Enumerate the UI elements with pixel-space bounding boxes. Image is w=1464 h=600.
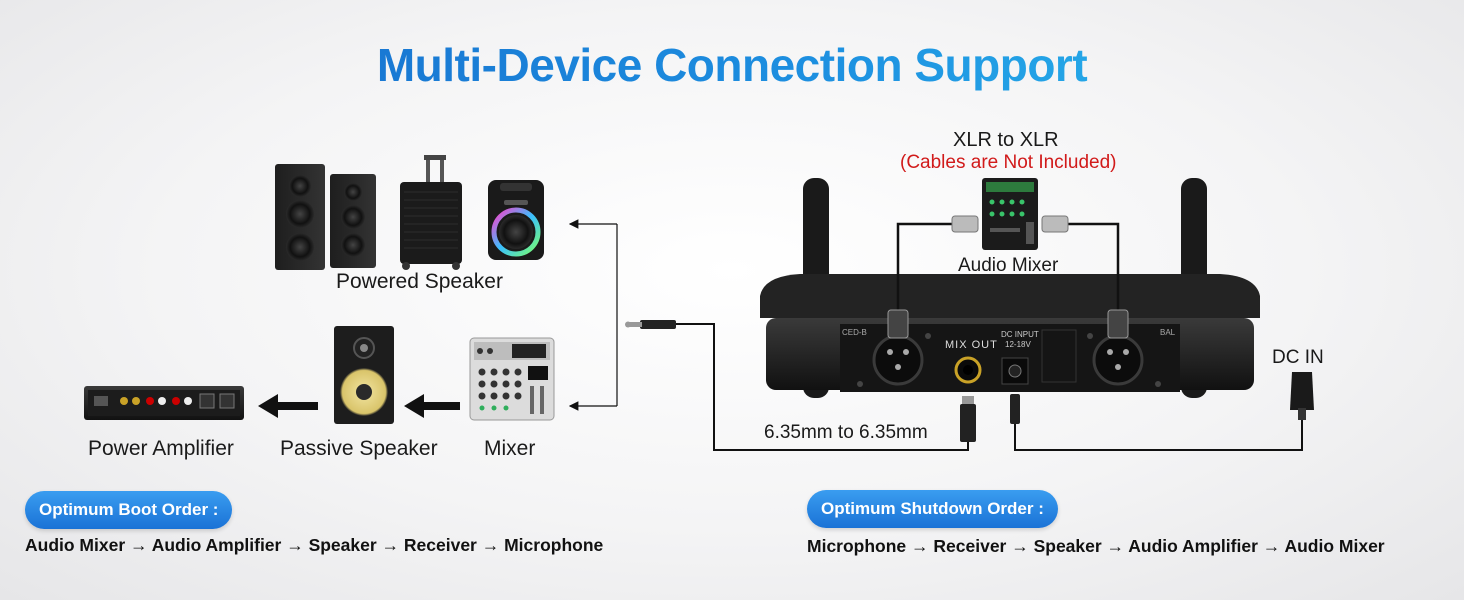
boot-order-sequence: Audio Mixer → Audio Amplifier → Speaker … xyxy=(25,535,604,555)
dc-voltage-label: 12-18V xyxy=(1005,340,1031,349)
signal-arrows xyxy=(258,394,460,418)
audio-mixer-image xyxy=(982,178,1038,250)
powered-speaker-image xyxy=(275,155,544,270)
dc-in-label: DC IN xyxy=(1272,347,1324,368)
audio-mixer-label: Audio Mixer xyxy=(958,255,1059,276)
jack-plug-receiver xyxy=(960,396,976,442)
jack-plug-left xyxy=(625,320,676,329)
powered-speaker-label: Powered Speaker xyxy=(336,270,503,293)
jack-cable-label: 6.35mm to 6.35mm xyxy=(764,422,928,443)
dc-cable xyxy=(1010,372,1314,451)
xlr-cable-label: XLR to XLR xyxy=(953,129,1059,151)
dc-input-label: DC INPUT xyxy=(1001,330,1039,339)
passive-speaker-label: Passive Speaker xyxy=(280,437,438,460)
jack-cable xyxy=(676,323,969,451)
receiver-left-tag: CED-B xyxy=(842,328,867,337)
output-bracket xyxy=(568,219,618,411)
shutdown-order-badge: Optimum Shutdown Order : xyxy=(807,490,1058,528)
passive-speaker-image xyxy=(334,326,394,424)
xlr-cable-note: (Cables are Not Included) xyxy=(900,152,1117,173)
boot-order-badge: Optimum Boot Order : xyxy=(25,491,233,529)
power-amplifier-image xyxy=(84,386,244,420)
mixer-image xyxy=(469,337,555,421)
page-title: Multi-Device Connection Support xyxy=(0,38,1464,92)
shutdown-order-sequence: Microphone → Receiver → Speaker → Audio … xyxy=(807,536,1385,556)
xlr-cables xyxy=(887,215,1129,339)
power-amplifier-label: Power Amplifier xyxy=(88,437,234,460)
mix-out-label: MIX OUT xyxy=(945,339,998,351)
mixer-label: Mixer xyxy=(484,437,536,460)
receiver-right-tag: BAL xyxy=(1160,328,1176,337)
